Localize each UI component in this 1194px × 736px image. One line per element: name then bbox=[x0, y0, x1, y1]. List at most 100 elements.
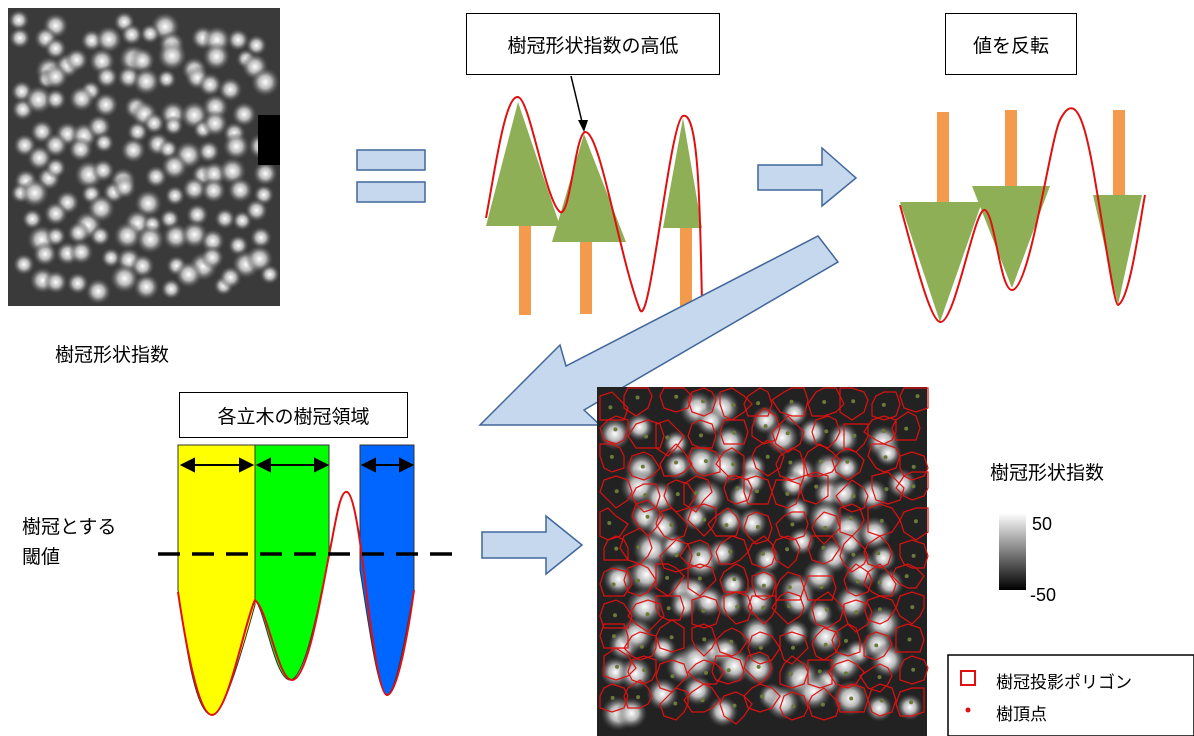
tree-apex-point bbox=[674, 394, 679, 399]
tree-apex-point bbox=[636, 578, 641, 583]
crown-polygon bbox=[747, 535, 777, 569]
texture-blob bbox=[164, 185, 186, 206]
crown-polygon bbox=[775, 571, 805, 601]
tree-apex-point bbox=[785, 491, 790, 496]
crown-polygon bbox=[811, 415, 841, 449]
crown-polygon bbox=[687, 563, 717, 597]
crown-polygon bbox=[655, 595, 685, 621]
crown-polygon bbox=[843, 423, 869, 453]
tree-apex-point bbox=[855, 579, 860, 584]
tree-apex-point bbox=[877, 675, 882, 680]
crown-polygon bbox=[895, 591, 925, 625]
tree-apex-point bbox=[904, 426, 909, 431]
crown-polygon bbox=[779, 655, 809, 689]
crown-polygon bbox=[719, 691, 753, 725]
legend-apex-label: 樹頂点 bbox=[996, 705, 1047, 725]
tree-apex-point bbox=[613, 613, 617, 618]
crown-polygon bbox=[719, 387, 753, 421]
texture-blob bbox=[113, 221, 142, 250]
texture-blob bbox=[682, 674, 713, 706]
tree-apex-point bbox=[823, 642, 828, 647]
arrow-right-bottom bbox=[481, 514, 584, 576]
tree-apex-point bbox=[787, 604, 791, 609]
texture-blob bbox=[886, 468, 917, 499]
tree-apex-point bbox=[819, 585, 824, 589]
crown-polygon bbox=[863, 415, 897, 445]
apex-legend-icon bbox=[965, 707, 971, 713]
texture-blob bbox=[795, 673, 832, 710]
crown-polygon bbox=[891, 411, 921, 441]
crown-polygon bbox=[627, 655, 657, 685]
tree-apex-point bbox=[787, 585, 792, 590]
tree-apex-point bbox=[755, 489, 759, 494]
threshold-label-line1: 樹冠とする bbox=[22, 516, 117, 538]
texture-blob bbox=[20, 178, 50, 208]
tree-apex-point bbox=[732, 703, 737, 708]
tree-apex-point bbox=[851, 494, 856, 499]
tree-apex-point bbox=[909, 700, 914, 705]
tree-apex-point bbox=[635, 395, 640, 400]
crown-polygon bbox=[623, 387, 653, 417]
tree-apex-point bbox=[665, 435, 670, 440]
caption-crown-index: 樹冠形状指数 bbox=[55, 344, 170, 366]
tree-apex-point bbox=[731, 403, 736, 408]
texture-blob bbox=[43, 132, 69, 158]
texture-blob bbox=[95, 25, 123, 54]
crown-polygon bbox=[863, 595, 897, 625]
crown-polygon bbox=[807, 387, 845, 417]
crown-polygon bbox=[599, 391, 629, 421]
colorbar-max: 50 bbox=[1032, 514, 1053, 534]
tree-apex-point bbox=[911, 553, 916, 558]
tree-apex-point bbox=[644, 434, 649, 439]
texture-blob bbox=[707, 538, 736, 568]
texture-blob bbox=[89, 225, 111, 247]
crown-polygon bbox=[723, 591, 753, 625]
texture-blob bbox=[139, 23, 161, 44]
texture-blob bbox=[833, 454, 860, 482]
texture-blob bbox=[197, 140, 221, 164]
tree-apex-point bbox=[881, 429, 886, 433]
tree-apex-point bbox=[756, 401, 761, 406]
texture-blob bbox=[85, 278, 112, 305]
texture-blob bbox=[45, 226, 67, 247]
texture-blob bbox=[109, 263, 140, 294]
crown-polygon bbox=[771, 535, 801, 569]
crown-polygon bbox=[895, 687, 925, 717]
tree-apex-point bbox=[643, 493, 648, 498]
texture-blob bbox=[259, 264, 280, 285]
label-box-regions: 各立木の樹冠領域 bbox=[179, 392, 408, 438]
tree-apex-point bbox=[874, 643, 879, 648]
crown-polygon bbox=[775, 447, 805, 481]
crown-polygon bbox=[631, 483, 661, 513]
texture-blob bbox=[779, 470, 807, 498]
crown-polygon bbox=[655, 507, 689, 541]
tree-apex-point bbox=[700, 698, 705, 703]
threshold-label-line2: 閾値 bbox=[22, 546, 61, 568]
crown-polygon bbox=[831, 623, 861, 657]
texture-blob bbox=[66, 272, 90, 295]
tree-apex-point bbox=[615, 664, 619, 669]
texture-blob bbox=[185, 203, 209, 227]
texture-blob bbox=[857, 516, 892, 551]
tree-apex-point bbox=[669, 635, 674, 640]
legend-box bbox=[947, 654, 1194, 736]
texture-blob bbox=[715, 506, 744, 535]
arrow-right-top bbox=[757, 146, 858, 208]
texture-blob bbox=[828, 478, 859, 509]
crown-polygon bbox=[803, 575, 837, 601]
crown-polygon bbox=[751, 439, 785, 477]
texture-blob bbox=[68, 136, 94, 162]
tree-apex-point bbox=[907, 637, 912, 642]
texture-blob bbox=[765, 684, 801, 720]
texture-blob bbox=[120, 137, 147, 163]
label-invert-text: 値を反転 bbox=[972, 34, 1049, 57]
texture-blob bbox=[68, 85, 95, 112]
tree-apex-point bbox=[911, 464, 916, 469]
tree-apex-point bbox=[904, 574, 909, 579]
tree-apex-point bbox=[729, 639, 734, 644]
colorbar bbox=[999, 513, 1026, 590]
colorbar-min: -50 bbox=[1030, 585, 1057, 605]
tree-apex-point bbox=[911, 484, 916, 489]
texture-blob bbox=[737, 507, 768, 538]
tree-apex-point bbox=[726, 668, 731, 673]
